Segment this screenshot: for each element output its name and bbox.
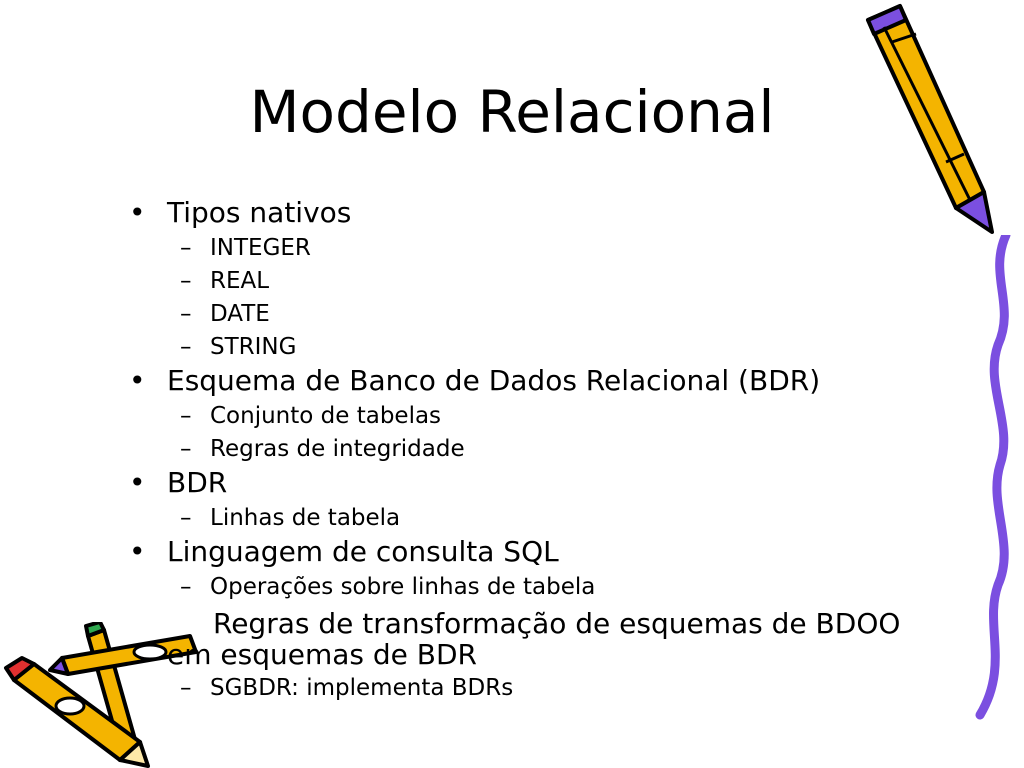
sub-item: – SGBDR: implementa BDRs bbox=[125, 672, 1005, 705]
dash-icon: – bbox=[180, 675, 192, 701]
bullet-icon: • bbox=[129, 364, 146, 397]
bullet-icon: • bbox=[129, 535, 146, 568]
dash-icon: – bbox=[180, 505, 192, 531]
bullet-icon: • bbox=[129, 196, 146, 229]
sub-item: – INTEGER bbox=[125, 232, 1005, 265]
bullet-item: • Linguagem de consulta SQL bbox=[125, 535, 1005, 569]
bullet-text: BDR bbox=[167, 466, 228, 499]
bullet-icon: • bbox=[129, 466, 146, 499]
sub-item-text: INTEGER bbox=[210, 235, 311, 261]
sub-item-text: Linhas de tabela bbox=[210, 505, 401, 531]
bullet-text: Esquema de Banco de Dados Relacional (BD… bbox=[167, 364, 821, 397]
bullet-item: • Tipos nativos bbox=[125, 196, 1005, 230]
sub-item-text: Conjunto de tabelas bbox=[210, 403, 442, 429]
bullet-list: • Tipos nativos – INTEGER – REAL – DATE … bbox=[125, 196, 1005, 705]
sub-item: – Conjunto de tabelas bbox=[125, 400, 1005, 433]
page-title: Modelo Relacional bbox=[249, 78, 775, 146]
pencils-bundle-icon bbox=[4, 622, 198, 768]
bullet-text: Tipos nativos bbox=[167, 196, 352, 229]
sub-item: – Linhas de tabela bbox=[125, 502, 1005, 535]
bullet-item-wrapped: Regras de transformação de esquemas de B… bbox=[125, 608, 1005, 670]
dash-icon: – bbox=[180, 268, 192, 294]
sub-item: – REAL bbox=[125, 265, 1005, 298]
squiggle-line-icon bbox=[975, 235, 1011, 720]
dash-icon: – bbox=[180, 574, 192, 600]
bullet-item: • Esquema de Banco de Dados Relacional (… bbox=[125, 364, 1005, 398]
sub-item-text: Operações sobre linhas de tabela bbox=[210, 574, 596, 600]
bullet-text-line1: Regras de transformação de esquemas de B… bbox=[213, 607, 901, 640]
sub-item-text: SGBDR: implementa BDRs bbox=[210, 675, 514, 701]
sub-item: – STRING bbox=[125, 331, 1005, 364]
bullet-item: • BDR bbox=[125, 466, 1005, 500]
bullet-text-line2: em esquemas de BDR bbox=[167, 638, 478, 671]
sub-item: – Operações sobre linhas de tabela bbox=[125, 571, 1005, 604]
sub-item-text: REAL bbox=[210, 268, 270, 294]
dash-icon: – bbox=[180, 301, 192, 327]
dash-icon: – bbox=[180, 235, 192, 261]
sub-item: – DATE bbox=[125, 298, 1005, 331]
sub-item: – Regras de integridade bbox=[125, 433, 1005, 466]
dash-icon: – bbox=[180, 403, 192, 429]
pencil-icon bbox=[866, 4, 994, 234]
dash-icon: – bbox=[180, 334, 192, 360]
bullet-text: Linguagem de consulta SQL bbox=[167, 535, 559, 568]
dash-icon: – bbox=[180, 436, 192, 462]
sub-item-text: Regras de integridade bbox=[210, 436, 465, 462]
sub-item-text: DATE bbox=[210, 301, 270, 327]
sub-item-text: STRING bbox=[210, 334, 297, 360]
